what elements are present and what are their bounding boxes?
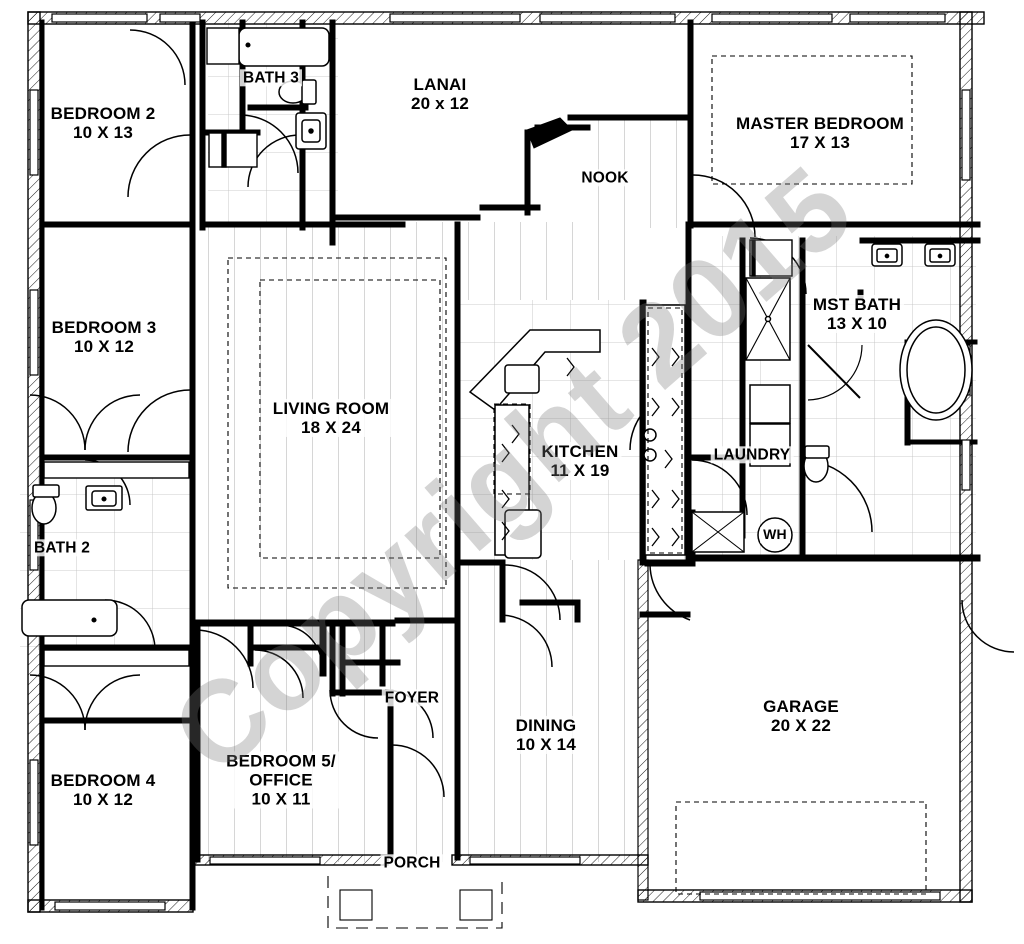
garage-door-outline — [675, 801, 927, 895]
room-name: KITCHEN — [541, 441, 619, 461]
room-dimensions: 10 X 14 — [515, 735, 577, 754]
room-label-foyer: FOYER — [381, 689, 443, 707]
room-label-porch: PORCH — [380, 854, 444, 872]
room-dimensions: 18 X 24 — [300, 418, 362, 437]
room-name: MST BATH — [812, 294, 902, 314]
room-name: BATH 3 — [242, 69, 300, 87]
kitchen-sink — [504, 364, 540, 394]
washer — [749, 384, 791, 424]
room-dimensions: 17 X 13 — [789, 133, 851, 152]
room-dimensions: 10 X 12 — [73, 337, 135, 356]
room-label-nook: NOOK — [578, 169, 632, 187]
refrigerator — [504, 509, 542, 559]
room-dimensions-secondary: 10 X 11 — [251, 789, 311, 809]
room-name: PORCH — [383, 854, 441, 872]
room-name: WH — [763, 526, 787, 543]
room-name: BEDROOM 4 — [50, 770, 156, 790]
master-bedroom-tray — [711, 55, 913, 185]
room-name: MASTER BEDROOM — [735, 113, 905, 133]
room-name: BEDROOM 2 — [50, 103, 156, 123]
room-dimensions: OFFICE — [249, 770, 313, 790]
room-dimensions: 20 X 22 — [770, 716, 832, 735]
arrow-marks — [501, 347, 680, 547]
bathtub-2 — [21, 599, 118, 637]
living-room-ceiling-inner — [259, 279, 441, 559]
fixtures — [21, 27, 973, 637]
room-name: GARAGE — [763, 696, 839, 716]
room-name: BEDROOM 3 — [51, 317, 157, 337]
door-swings — [29, 29, 1015, 798]
room-name: LAUNDRY — [713, 446, 791, 464]
room-label-laundry: LAUNDRY — [710, 446, 794, 464]
room-dimensions: 10 X 13 — [72, 123, 134, 142]
room-label-bath-3: BATH 3 — [239, 69, 303, 87]
room-name: LIVING ROOM — [272, 398, 390, 418]
room-name: BEDROOM 5/ — [226, 751, 336, 771]
closet-shelves — [43, 27, 793, 667]
room-name: DINING — [515, 715, 577, 735]
windows — [29, 13, 971, 911]
living-room-ceiling-outer — [227, 257, 447, 589]
room-dimensions: 10 X 12 — [72, 790, 134, 809]
room-label-bath-2: BATH 2 — [30, 539, 94, 557]
room-name: LANAI — [413, 74, 467, 94]
room-label-water-heater: WH — [760, 526, 790, 543]
room-dimensions: 20 x 12 — [410, 94, 470, 113]
room-dimensions: 11 X 19 — [550, 461, 610, 480]
bathtub-3 — [238, 27, 330, 67]
room-name: NOOK — [581, 169, 629, 187]
room-name: FOYER — [384, 689, 440, 707]
room-name: BATH 2 — [33, 539, 91, 557]
room-dimensions: 13 X 10 — [826, 314, 888, 333]
cabinets-dashes — [227, 55, 927, 929]
